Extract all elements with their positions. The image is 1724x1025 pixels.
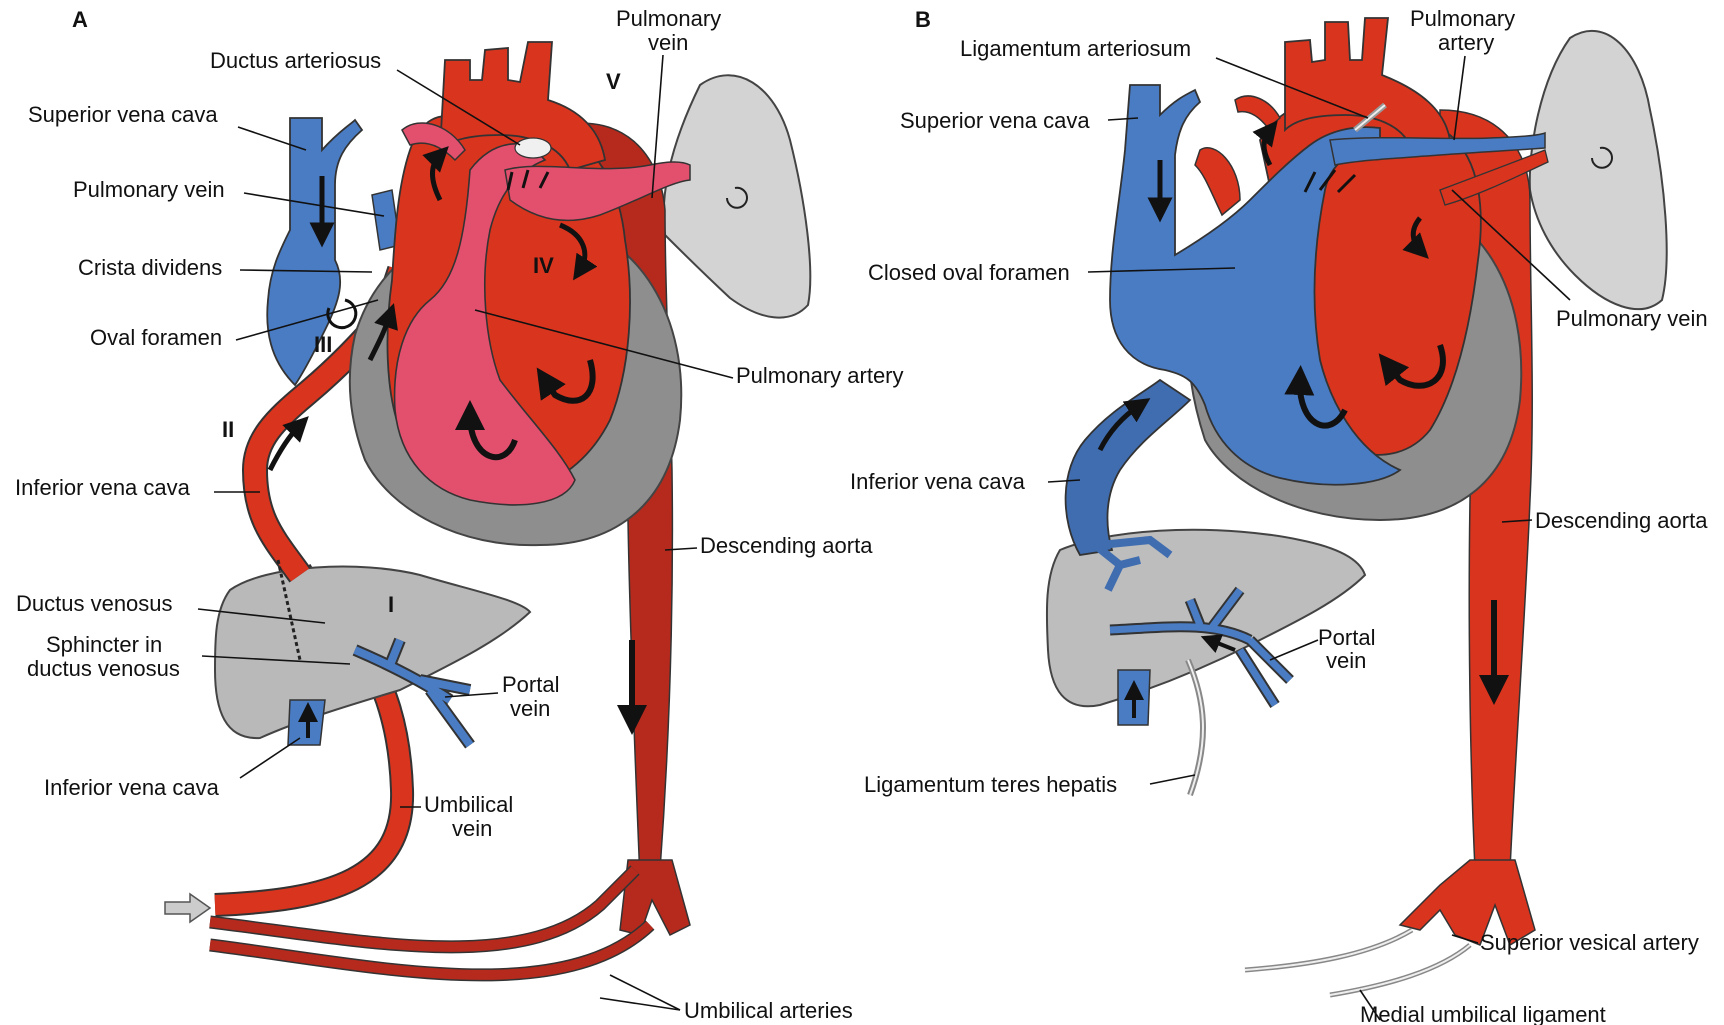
label-superior-vena-cava-b: Superior vena cava [900, 108, 1090, 133]
roman-v: V [606, 69, 621, 94]
panel-b-letter: B [915, 7, 931, 32]
roman-i: I [388, 592, 394, 617]
lung-a [664, 75, 811, 317]
label-pulmonary-vein-b: Pulmonary vein [1556, 306, 1708, 331]
label-sphincter-a-1: Sphincter in [46, 632, 162, 657]
label-medial-umbilical-ligament: Medial umbilical ligament [1360, 1002, 1606, 1025]
label-inferior-vena-cava-upper-a: Inferior vena cava [15, 475, 191, 500]
label-pulmonary-artery-b-1: Pulmonary [1410, 6, 1515, 31]
label-sphincter-a-2: ductus venosus [27, 656, 180, 681]
panel-b: B [850, 6, 1708, 1025]
label-ductus-arteriosus-a: Ductus arteriosus [210, 48, 381, 73]
label-oval-foramen-a: Oval foramen [90, 325, 222, 350]
label-portal-vein-b-1: Portal [1318, 625, 1375, 650]
label-descending-aorta-a: Descending aorta [700, 533, 873, 558]
label-inferior-vena-cava-lower-a: Inferior vena cava [44, 775, 220, 800]
label-closed-oval-foramen: Closed oval foramen [868, 260, 1070, 285]
label-ligamentum-teres: Ligamentum teres hepatis [864, 772, 1117, 797]
leader-ligamentum-teres [1150, 775, 1195, 784]
ductus-arteriosus-opening-a [515, 138, 551, 158]
label-umbilical-vein-a-2: vein [452, 816, 492, 841]
label-crista-dividens-a: Crista dividens [78, 255, 222, 280]
label-ductus-venosus-a: Ductus venosus [16, 591, 173, 616]
label-superior-vena-cava-a: Superior vena cava [28, 102, 218, 127]
label-portal-vein-a-2: vein [510, 696, 550, 721]
label-umbilical-arteries: Umbilical arteries [684, 998, 853, 1023]
leader-ivc-lower-a [240, 738, 300, 778]
label-pulmonary-vein-left-a: Pulmonary vein [73, 177, 225, 202]
label-portal-vein-a-1: Portal [502, 672, 559, 697]
liver-b [1047, 530, 1365, 707]
label-portal-vein-b-2: vein [1326, 648, 1366, 673]
label-pulmonary-vein-top-a-2: vein [648, 30, 688, 55]
medial-umbilical-ligament-1 [1245, 930, 1412, 970]
leader-portal-vein-b [1270, 640, 1318, 660]
inferior-vena-cava-upper-b [1066, 380, 1190, 555]
label-pulmonary-vein-top-a-1: Pulmonary [616, 6, 721, 31]
label-umbilical-vein-a-1: Umbilical [424, 792, 513, 817]
label-pulmonary-artery-a: Pulmonary artery [736, 363, 904, 388]
roman-iii: III [314, 332, 332, 357]
label-ligamentum-arteriosum: Ligamentum arteriosum [960, 36, 1191, 61]
panel-a-letter: A [72, 7, 88, 32]
roman-iv: IV [533, 253, 554, 278]
leader-crista-a [240, 270, 372, 272]
label-inferior-vena-cava-b: Inferior vena cava [850, 469, 1026, 494]
lung-b [1530, 31, 1667, 309]
label-superior-vesical-artery: Superior vesical artery [1480, 930, 1699, 955]
umbilical-inflow-arrow-icon [165, 894, 210, 922]
panel-a: A [15, 6, 904, 1023]
red-branch-left-b [1195, 148, 1240, 215]
left-subclavian-b [1235, 96, 1280, 128]
label-pulmonary-artery-b-2: artery [1438, 30, 1494, 55]
roman-ii: II [222, 417, 234, 442]
label-descending-aorta-b: Descending aorta [1535, 508, 1708, 533]
